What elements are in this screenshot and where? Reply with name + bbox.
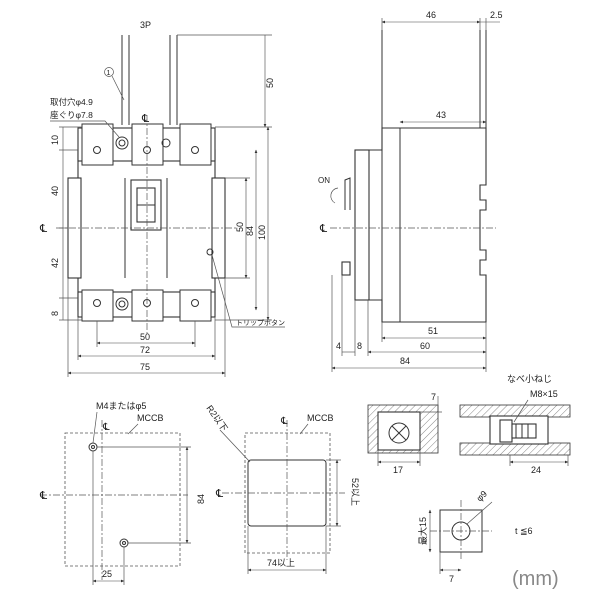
dim-10: 10 bbox=[50, 135, 60, 145]
cl-mark-front-top: ℄ bbox=[141, 113, 149, 125]
terminal-bot-2 bbox=[131, 289, 164, 322]
mounting-outline bbox=[64, 432, 181, 567]
dim-46: 46 bbox=[426, 10, 436, 20]
dim-50-v: 50 bbox=[235, 222, 245, 232]
dim-25: 25 bbox=[102, 569, 112, 579]
terminal-detail-front: 7 17 bbox=[367, 392, 442, 475]
dim-84-v: 84 bbox=[245, 226, 255, 236]
dim-75-h: 75 bbox=[140, 362, 150, 372]
dim-8: 8 bbox=[50, 311, 60, 316]
panel-cutout-view: ℄ ℄ MCCB R2以下 52以上 74以上 bbox=[204, 403, 360, 574]
dim-4: 4 bbox=[336, 341, 341, 351]
conductor-detail: φ9 t ≦6 最大15 7 bbox=[417, 489, 533, 584]
dim-24: 24 bbox=[531, 465, 541, 475]
on-mark: ON bbox=[318, 176, 330, 185]
cl-mark-front-left: ℄ bbox=[39, 223, 47, 235]
units-label: (mm) bbox=[512, 568, 559, 590]
trip-button bbox=[206, 248, 214, 256]
t6-label: t ≦6 bbox=[515, 526, 533, 536]
terminal-bot-1 bbox=[81, 289, 114, 322]
mount-hole-top bbox=[115, 136, 129, 150]
dim-72-h: 72 bbox=[140, 345, 150, 355]
screw-size-label: M8×15 bbox=[530, 389, 558, 399]
terminal-detail-side: なべ小ねじ M8×15 24 bbox=[459, 374, 571, 475]
front-view: 3P 1 bbox=[39, 20, 285, 377]
terminal-screw-icon bbox=[388, 422, 410, 444]
mount-screw-top bbox=[88, 442, 98, 452]
dim-84-mount: 84 bbox=[196, 494, 206, 504]
dim-50-h: 50 bbox=[140, 332, 150, 342]
dim-42: 42 bbox=[50, 258, 60, 268]
mounting-view: M4またはφ5 ℄ MCCB ℄ 84 25 bbox=[39, 401, 206, 585]
mount-hole-note: 取付穴φ4.9 bbox=[50, 97, 93, 107]
max15-label: 最大15 bbox=[417, 517, 428, 545]
dim-2-5: 2.5 bbox=[490, 10, 503, 20]
cl-mark-mount-top: ℄ bbox=[102, 422, 110, 433]
dim-51: 51 bbox=[428, 326, 438, 336]
dim-50-lead: 50 bbox=[265, 78, 275, 88]
bubble-number: 1 bbox=[107, 70, 111, 77]
dim-84-side: 84 bbox=[400, 356, 410, 366]
terminal-top-3 bbox=[179, 123, 212, 166]
r2-note: R2以下 bbox=[204, 403, 229, 433]
cl-mark-panel-left: ℄ bbox=[215, 488, 223, 500]
cl-mark-side: ℄ bbox=[319, 223, 327, 235]
dim-7-top: 7 bbox=[431, 392, 436, 402]
mccb-label-1: MCCB bbox=[137, 413, 164, 423]
mount-hole-bottom bbox=[115, 297, 129, 311]
dim-7-bottom: 7 bbox=[449, 574, 454, 584]
dim-40: 40 bbox=[50, 186, 60, 196]
counterbore-note: 座ぐりφ7.8 bbox=[50, 110, 93, 120]
poles-label: 3P bbox=[140, 20, 151, 30]
dim-60: 60 bbox=[420, 341, 430, 351]
dim-8-side: 8 bbox=[357, 341, 362, 351]
dim-100-v: 100 bbox=[257, 225, 267, 240]
terminal-top-2 bbox=[131, 123, 164, 166]
phi9-label: φ9 bbox=[474, 489, 489, 504]
dim-43: 43 bbox=[436, 110, 446, 120]
mount-screw-bottom bbox=[119, 538, 129, 548]
mount-screw-note: M4またはφ5 bbox=[96, 401, 146, 411]
terminal-top-1 bbox=[81, 123, 114, 166]
cl-mark-mount-left: ℄ bbox=[39, 490, 47, 502]
pan-head-screw-label: なべ小ねじ bbox=[507, 374, 552, 384]
dim-74: 74以上 bbox=[267, 558, 295, 568]
cl-mark-panel-top: ℄ bbox=[280, 416, 288, 427]
mccb-label-2: MCCB bbox=[307, 413, 334, 423]
dim-17: 17 bbox=[393, 465, 403, 475]
dim-52: 52以上 bbox=[350, 478, 360, 506]
trip-button-label: トリップボタン bbox=[236, 318, 285, 327]
terminal-bot-3 bbox=[179, 289, 212, 322]
side-view: ON ℄ 46 2.5 43 51 4 8 60 84 bbox=[318, 10, 503, 372]
